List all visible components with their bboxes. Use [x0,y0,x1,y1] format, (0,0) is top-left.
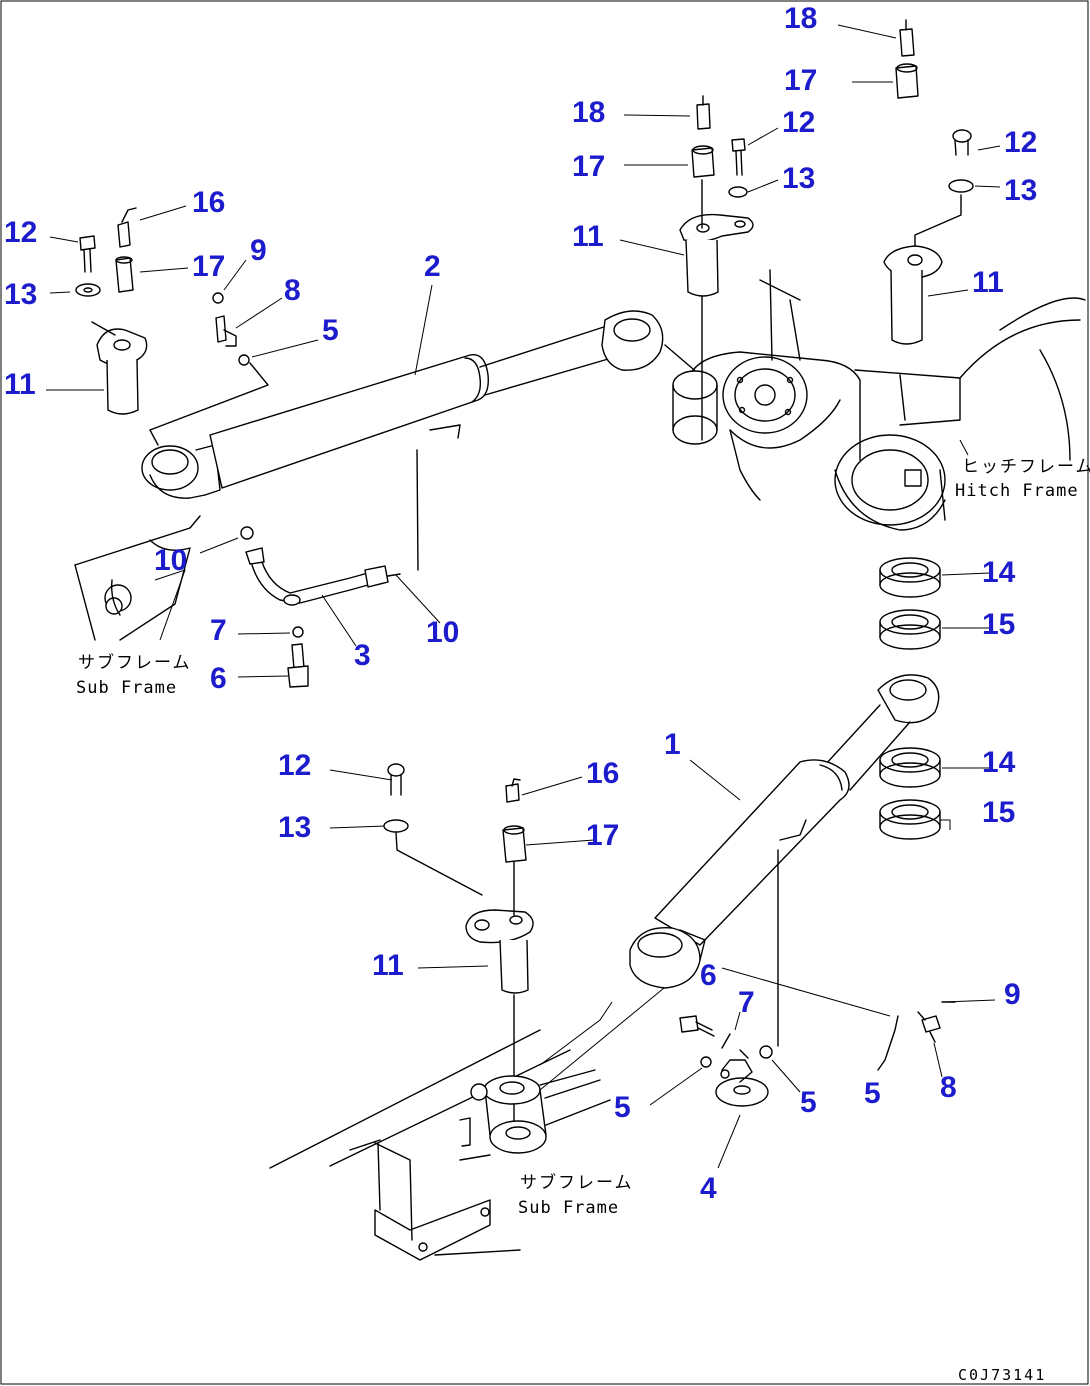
sub-frame-bottom-label-jp: サブフレーム [520,1172,634,1193]
callout-13-left: 13 [4,278,37,311]
callout-7-lower: 7 [738,986,755,1019]
steering-cylinder-lower [629,674,940,989]
callout-labels: 18 17 18 12 17 13 11 12 13 11 16 12 9 17… [4,2,1037,1205]
callout-15-upper: 15 [982,608,1015,641]
callout-18-top-right: 18 [784,2,817,35]
callout-12-right: 12 [1004,126,1037,159]
callout-12-left: 12 [4,216,37,249]
callout-5-lower-right: 5 [864,1077,881,1110]
steering-cylinder-upper [141,310,701,499]
callout-17-lower: 17 [586,819,619,852]
callout-17-left: 17 [192,250,225,283]
callout-10-left: 10 [154,544,187,577]
callout-8-lower: 8 [940,1071,957,1104]
sub-frame-left-drawing [74,515,201,641]
fittings-left [149,292,269,446]
callout-4: 4 [700,1172,717,1205]
callout-7-left: 7 [210,614,227,647]
pin-11-left [75,207,148,415]
callout-13-lower: 13 [278,811,311,844]
bushings-lower [879,747,941,840]
callout-8-left: 8 [284,274,301,307]
callout-14-upper: 14 [982,556,1016,589]
callout-11-top: 11 [572,220,604,253]
callout-14-lower: 14 [982,746,1016,779]
callout-2: 2 [424,250,441,283]
callout-17-top-right: 17 [784,64,817,97]
callout-13-right: 13 [1004,174,1037,207]
hitch-frame-label-jp: ヒッチフレーム [962,457,1090,477]
sub-frame-bottom-label-en: Sub Frame [518,1198,619,1218]
callout-12-lower: 12 [278,749,311,782]
callout-1: 1 [664,728,681,761]
pin-11-lower [383,763,534,994]
callout-5-lower-mid: 5 [800,1086,817,1119]
callout-16-left: 16 [192,186,225,219]
hitch-pivot-joints [672,289,718,445]
hose-3 [240,449,419,688]
pin-11-right [883,129,974,345]
callout-5-left: 5 [322,314,339,347]
callout-3: 3 [354,639,371,672]
sub-frame-bottom-drawing [269,994,611,1261]
callout-11-left: 11 [4,368,36,401]
callout-11-right: 11 [972,266,1004,299]
callout-16-lower: 16 [586,757,619,790]
callout-9-lower: 9 [1004,978,1021,1011]
bushings-upper [879,557,941,650]
sub-frame-left-label-en: Sub Frame [76,678,177,698]
callout-11-lower: 11 [372,949,404,982]
callout-5-lower-left: 5 [614,1091,631,1124]
drawing-code: C0J73141 [958,1366,1046,1384]
callout-15-lower: 15 [982,796,1015,829]
callout-6-left: 6 [210,662,227,695]
callout-9-left: 9 [250,234,267,267]
leader-lines [46,24,1001,1169]
hitch-frame-drawing [689,269,1086,531]
cylinder-bracket-4 [679,849,956,1107]
callout-12-top: 12 [782,106,815,139]
callout-13-top: 13 [782,162,815,195]
sub-frame-left-label-jp: サブフレーム [78,652,192,673]
callout-17-top: 17 [572,150,605,183]
hitch-frame-label-en: Hitch Frame [955,481,1079,501]
callout-18-top: 18 [572,96,605,129]
grease-fitting-top-right [895,19,919,99]
callout-10-right: 10 [426,616,459,649]
frame-labels: ヒッチフレーム Hitch Frame サブフレーム Sub Frame サブフ… [76,457,1090,1384]
pin-11-top [679,95,754,297]
callout-6-lower: 6 [700,959,717,992]
